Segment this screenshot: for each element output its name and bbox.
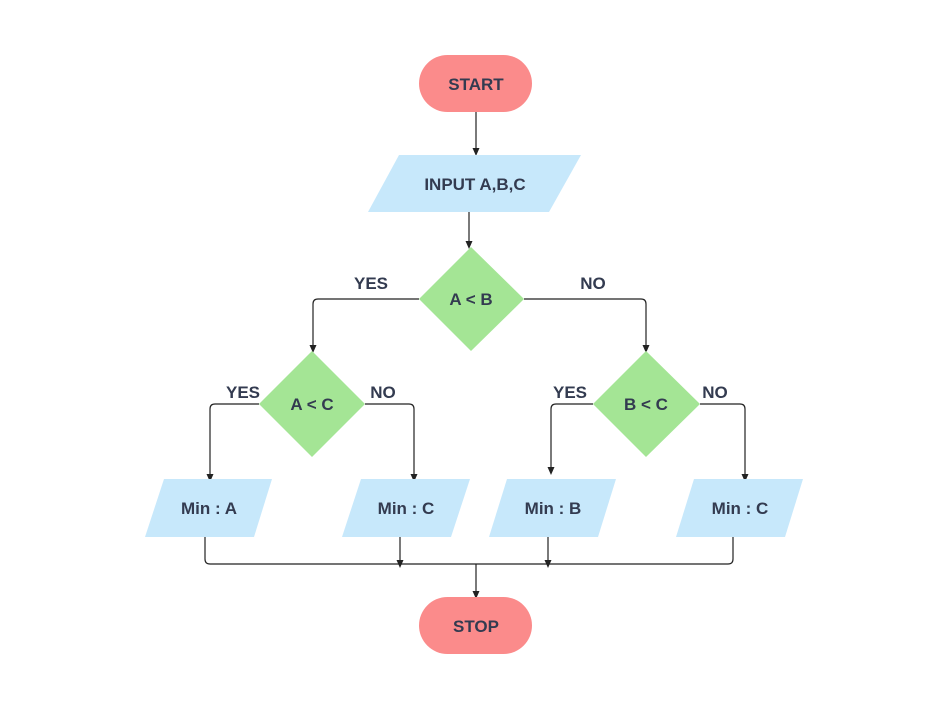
edge-ab-no [524, 298, 650, 353]
decision-a-lt-b: A < B [419, 247, 524, 351]
input-shape [368, 155, 581, 212]
edge-merge [204, 537, 734, 565]
output-min-c-left: Min : C [342, 479, 470, 537]
output-min-c-right-label: Min : C [712, 499, 769, 518]
edge-label-bc-yes: YES [553, 383, 587, 402]
output-min-c-right-shape [676, 479, 803, 537]
decision-a-lt-c-shape [259, 351, 365, 457]
edge-label-ac-yes: YES [226, 383, 260, 402]
edges [204, 112, 749, 599]
edge-ab-yes [309, 298, 419, 353]
start-shape [419, 55, 532, 112]
decision-b-lt-c-label: B < C [624, 395, 668, 414]
edge-label-ac-no: NO [370, 383, 396, 402]
edge-label-ab-no: NO [580, 274, 606, 293]
edge-labels: YES NO YES NO YES NO [226, 274, 728, 402]
edge-label-ab-yes: YES [354, 274, 388, 293]
edge-ac-yes [206, 403, 259, 482]
output-min-b-shape [489, 479, 616, 537]
decision-b-lt-c-shape [593, 351, 700, 457]
edge-bc-yes [547, 403, 593, 475]
stop-label: STOP [453, 617, 499, 636]
output-min-a: Min : A [145, 479, 272, 537]
output-min-a-label: Min : A [181, 499, 237, 518]
decision-a-lt-b-shape [419, 247, 524, 351]
output-min-c-left-label: Min : C [378, 499, 435, 518]
edge-label-bc-no: NO [702, 383, 728, 402]
stop-shape [419, 597, 532, 654]
decision-b-lt-c: B < C [593, 351, 700, 457]
output-min-c-left-shape [342, 479, 470, 537]
input-node: INPUT A,B,C [368, 155, 581, 212]
output-min-b-label: Min : B [525, 499, 582, 518]
decision-a-lt-b-label: A < B [449, 290, 492, 309]
start-node: START [419, 55, 532, 112]
start-label: START [448, 75, 504, 94]
decision-a-lt-c: A < C [259, 351, 365, 457]
edge-ac-no [365, 403, 418, 482]
input-label: INPUT A,B,C [424, 175, 525, 194]
output-min-b: Min : B [489, 479, 616, 537]
output-min-c-right: Min : C [676, 479, 803, 537]
output-min-a-shape [145, 479, 272, 537]
edge-bc-no [700, 403, 749, 482]
decision-a-lt-c-label: A < C [290, 395, 333, 414]
stop-node: STOP [419, 597, 532, 654]
